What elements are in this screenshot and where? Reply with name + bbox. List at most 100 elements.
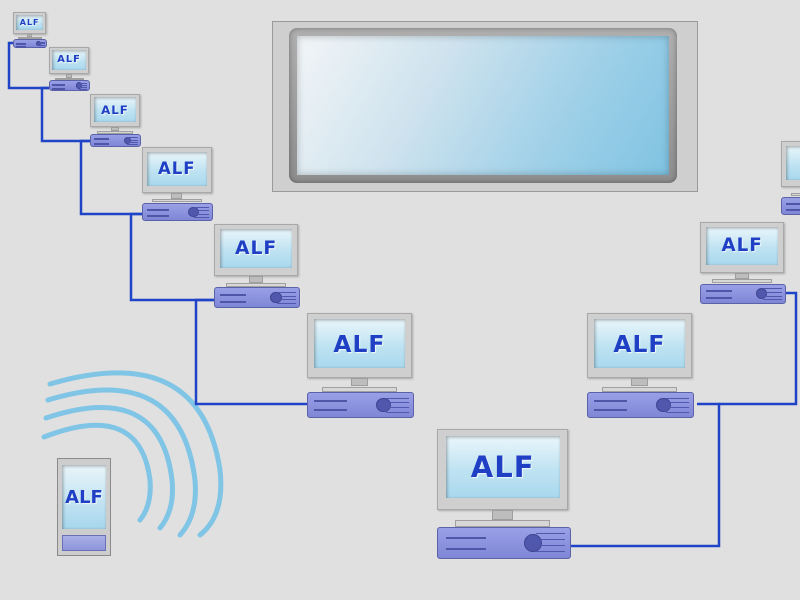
power-button-icon	[188, 206, 199, 217]
monitor-display: ALF	[219, 229, 293, 269]
vent-line	[763, 288, 782, 290]
handheld-label: ALF	[65, 486, 103, 508]
drive-bay	[220, 301, 246, 304]
monitor-stand	[631, 378, 648, 387]
monitor: ALF	[587, 313, 692, 379]
drive-bay	[786, 208, 800, 211]
vent-line	[78, 87, 88, 88]
drive-bay	[147, 208, 169, 211]
computer-node: ALF	[437, 429, 571, 559]
drive-bay	[446, 536, 487, 539]
vent-line	[194, 216, 210, 218]
computer-label: ALF	[101, 102, 129, 117]
computer-label: ALF	[721, 235, 763, 257]
monitor-base	[790, 192, 800, 197]
monitor-stand	[26, 34, 33, 38]
vent-line	[665, 402, 689, 404]
computer-node: ALF	[307, 313, 414, 418]
vent-line	[763, 295, 782, 297]
computer-label: ALF	[19, 18, 40, 28]
cable-link	[194, 298, 307, 406]
computer-label: ALF	[470, 449, 535, 484]
computer-case	[700, 283, 786, 304]
vent-line	[763, 291, 782, 293]
vent-line	[535, 539, 565, 541]
computer-case	[781, 196, 800, 215]
monitor-display: ALF	[147, 151, 207, 186]
power-button-icon	[523, 533, 542, 552]
monitor-base	[601, 386, 678, 392]
vent-line	[665, 397, 689, 399]
handheld-keypad	[62, 535, 106, 551]
vent-line	[277, 299, 296, 301]
vent-line	[127, 137, 139, 139]
cable-link	[40, 86, 90, 143]
wall-display-frame	[289, 28, 677, 183]
monitor-display: ALF	[445, 436, 560, 498]
monitor-base	[17, 37, 42, 40]
monitor-base	[151, 198, 202, 203]
computer-node: ALF	[90, 94, 141, 147]
monitor-base	[711, 279, 773, 284]
drive-bay	[52, 84, 65, 87]
power-button-icon	[756, 288, 768, 300]
monitor: ALF	[49, 47, 90, 75]
drive-bay	[52, 87, 65, 90]
cable-link	[129, 212, 214, 302]
drive-bay	[147, 214, 169, 217]
monitor-base	[96, 131, 133, 134]
vent-line	[127, 139, 139, 141]
monitor: ALF	[90, 94, 140, 127]
cable-link	[7, 41, 49, 90]
monitor-stand	[110, 126, 119, 132]
computer-case	[587, 391, 694, 418]
wall-display-glass	[297, 36, 669, 175]
monitor-base	[225, 282, 287, 287]
computer-case	[307, 391, 414, 418]
computer-node: ALF	[587, 313, 694, 418]
drive-bay	[314, 400, 347, 403]
computer-case	[214, 287, 300, 308]
monitor: A	[781, 141, 800, 187]
vent-line	[37, 43, 45, 45]
monitor-display: ALF	[15, 14, 44, 31]
monitor-display: ALF	[93, 97, 137, 122]
monitor: ALF	[437, 429, 569, 510]
vent-line	[78, 89, 88, 90]
vent-line	[37, 46, 45, 48]
vent-line	[194, 213, 210, 215]
monitor-display: ALF	[314, 319, 405, 369]
vent-line	[277, 303, 296, 305]
vent-line	[277, 291, 296, 293]
wireless-signal-icon	[41, 370, 224, 538]
monitor-display: A	[785, 145, 800, 180]
vent-line	[194, 210, 210, 212]
monitor-stand	[171, 192, 183, 199]
computer-case	[437, 526, 571, 559]
monitor: ALF	[307, 313, 412, 379]
computer-label: ALF	[158, 159, 196, 179]
drive-bay	[16, 42, 27, 45]
computer-case	[90, 133, 141, 147]
vent-line	[37, 44, 45, 46]
computer-label: ALF	[57, 54, 81, 66]
computer-label: ALF	[333, 329, 386, 358]
drive-bay	[706, 297, 732, 300]
vent-line	[277, 295, 296, 297]
power-button-icon	[656, 397, 671, 413]
drive-bay	[16, 45, 27, 48]
vent-line	[535, 551, 565, 553]
drive-bay	[446, 547, 487, 550]
drive-bay	[220, 293, 246, 296]
monitor-display: ALF	[705, 226, 779, 265]
vent-line	[385, 407, 409, 409]
monitor-display: ALF	[594, 319, 685, 369]
power-button-icon	[270, 291, 282, 304]
monitor-stand	[735, 272, 749, 280]
computer-node: ALF	[13, 12, 47, 48]
vent-line	[535, 533, 565, 535]
drive-bay	[94, 142, 110, 145]
vent-line	[194, 206, 210, 208]
vent-line	[665, 411, 689, 413]
